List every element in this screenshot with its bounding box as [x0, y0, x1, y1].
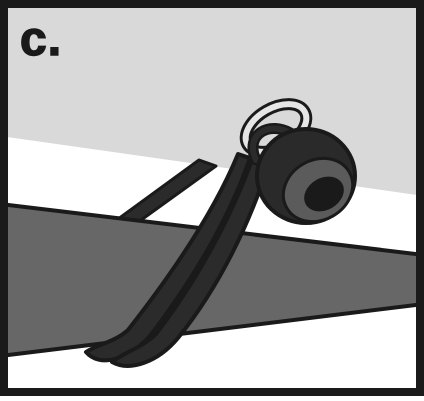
- step-label: c.: [20, 16, 62, 64]
